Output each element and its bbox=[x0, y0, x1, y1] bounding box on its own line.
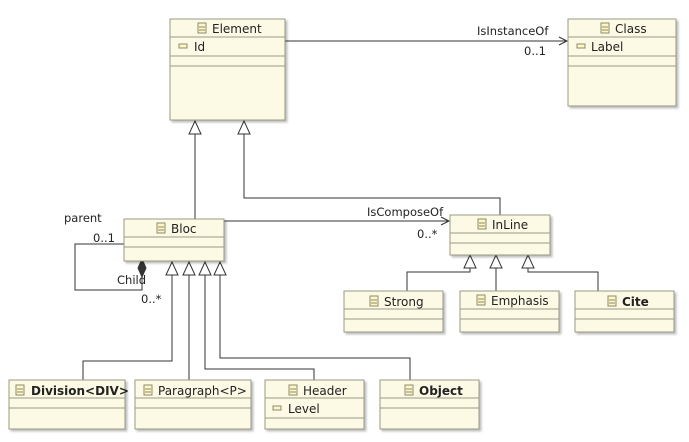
child-role-label: Child bbox=[117, 273, 146, 287]
cite-generalization-triangle bbox=[521, 253, 535, 269]
class-name: Class bbox=[615, 22, 647, 36]
division-generalization-line bbox=[82, 275, 173, 380]
is-compose-of-label: IsComposeOf bbox=[367, 205, 444, 219]
parent-role-label: parent bbox=[64, 211, 102, 225]
attribute-level: Level bbox=[288, 402, 320, 416]
class-icon bbox=[143, 384, 153, 396]
class-element[interactable]: Element Id bbox=[169, 18, 286, 121]
child-multiplicity-label: 0..* bbox=[141, 292, 162, 306]
class-name: InLine bbox=[492, 218, 528, 232]
class-emphasis[interactable]: Emphasis bbox=[459, 290, 560, 333]
class-icon bbox=[476, 294, 486, 306]
class-icon bbox=[369, 295, 379, 307]
class-name: Strong bbox=[384, 295, 424, 309]
class-icon bbox=[600, 22, 610, 34]
is-instance-of-multiplicity: 0..1 bbox=[524, 44, 546, 58]
class-bloc[interactable]: Bloc bbox=[123, 218, 225, 262]
class-icon bbox=[477, 218, 487, 230]
inline-generalization-triangle bbox=[237, 119, 251, 135]
cite-generalization-line bbox=[527, 268, 599, 291]
class-icon bbox=[197, 22, 207, 34]
attribute-icon bbox=[178, 43, 188, 49]
class-inline[interactable]: InLine bbox=[449, 214, 551, 256]
class-name: Paragraph<P> bbox=[158, 384, 247, 398]
class-name: Division<DIV> bbox=[31, 384, 129, 398]
class-name: Header bbox=[303, 384, 347, 398]
paragraph-generalization-triangle bbox=[182, 260, 196, 276]
class-name: Element bbox=[212, 22, 262, 36]
is-compose-of-arrowhead bbox=[440, 216, 451, 226]
bloc-generalization-triangle bbox=[188, 119, 202, 135]
class-name: Bloc bbox=[171, 222, 197, 236]
class-icon bbox=[607, 295, 617, 307]
attribute-id: Id bbox=[194, 40, 205, 54]
class-name: Cite bbox=[622, 295, 649, 309]
object-generalization-triangle bbox=[213, 260, 227, 276]
strong-generalization-triangle bbox=[463, 253, 477, 269]
class-name: Emphasis bbox=[491, 294, 549, 308]
class-name: Object bbox=[419, 384, 463, 398]
header-generalization-line bbox=[204, 275, 315, 380]
attribute-icon bbox=[576, 43, 586, 49]
attribute-label: Label bbox=[591, 40, 623, 54]
class-header[interactable]: Header Level bbox=[264, 379, 365, 430]
object-generalization-line bbox=[219, 275, 411, 380]
is-instance-of-arrowhead bbox=[558, 36, 569, 46]
is-compose-of-multiplicity: 0..* bbox=[417, 227, 438, 241]
parent-child-line bbox=[74, 243, 143, 291]
class-object[interactable]: Object bbox=[379, 379, 480, 430]
attribute-icon bbox=[272, 405, 282, 411]
class-division[interactable]: Division<DIV> bbox=[8, 379, 129, 430]
is-instance-of-label: IsInstanceOf bbox=[477, 24, 549, 38]
class-icon bbox=[404, 384, 414, 396]
header-generalization-triangle bbox=[198, 260, 212, 276]
class-paragraph[interactable]: Paragraph<P> bbox=[134, 379, 252, 430]
class-cite[interactable]: Cite bbox=[574, 290, 675, 333]
composition-diamond bbox=[137, 257, 147, 279]
class-class[interactable]: Class Label bbox=[567, 18, 677, 107]
parent-multiplicity-label: 0..1 bbox=[93, 231, 115, 245]
class-strong[interactable]: Strong bbox=[343, 290, 444, 333]
class-icon bbox=[15, 384, 25, 396]
strong-generalization-line bbox=[406, 268, 471, 291]
emphasis-generalization-triangle bbox=[489, 253, 503, 269]
class-icon bbox=[156, 222, 166, 234]
inline-generalization-line bbox=[243, 134, 501, 215]
class-icon bbox=[288, 384, 298, 396]
division-generalization-triangle bbox=[165, 260, 179, 276]
